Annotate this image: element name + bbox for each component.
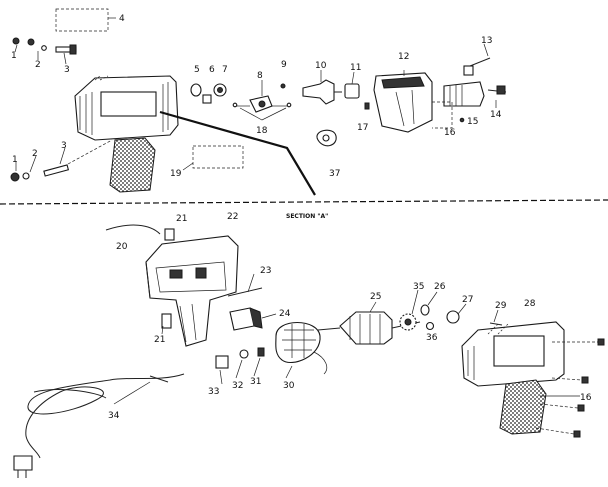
parts-1-2-3-top-fasteners — [12, 37, 77, 65]
callout-36: 36 — [426, 333, 438, 343]
callout-3-top: 3 — [64, 65, 70, 75]
callout-11: 11 — [350, 63, 361, 73]
callout-21-top: 21 — [176, 214, 187, 224]
callout-25: 25 — [370, 292, 381, 302]
callout-21-bottom: 21 — [154, 335, 165, 345]
callout-7: 7 — [222, 65, 228, 75]
part-19-label-plate — [182, 145, 244, 171]
section-a-label: SECTION "A" — [286, 213, 328, 220]
callout-8: 8 — [257, 71, 263, 81]
callout-16-top: 16 — [444, 128, 456, 138]
part-21-clip-bottom — [161, 313, 172, 329]
callout-12: 12 — [398, 52, 409, 62]
callout-26: 26 — [434, 282, 446, 292]
callout-28: 28 — [524, 299, 536, 309]
part-4-nameplate — [55, 8, 116, 32]
part-23-spring — [227, 287, 263, 297]
part-13-chuck-key — [463, 43, 491, 76]
callout-labels: 4 1 2 3 5 6 7 8 9 10 11 12 13 14 15 16 1… — [11, 14, 592, 421]
callout-9: 9 — [281, 60, 287, 70]
callout-18: 18 — [256, 126, 268, 136]
part-17-pin — [364, 102, 370, 110]
part-29-screw — [489, 322, 503, 326]
part-14-chuck-screw — [487, 85, 507, 108]
section-divider — [0, 199, 608, 205]
part-21-clip-top — [164, 228, 175, 241]
callout-3-lower: 3 — [61, 141, 67, 151]
part-22-housing-half — [145, 235, 239, 347]
part-28-housing-right — [461, 321, 565, 435]
callout-20: 20 — [116, 242, 128, 252]
callout-31: 31 — [250, 377, 261, 387]
part-12-gear-case — [373, 70, 433, 133]
callout-30: 30 — [283, 381, 295, 391]
parts-31-32-33-hardware — [215, 347, 265, 369]
parts-5-to-9-small-hardware — [190, 80, 292, 121]
section-leader-line — [159, 110, 316, 196]
part-15-chuck — [432, 81, 485, 129]
parts-1-2-3-lower-fasteners — [10, 139, 113, 182]
part-27-washer — [446, 310, 460, 324]
callout-29: 29 — [495, 301, 507, 311]
callout-2-top: 2 — [35, 60, 41, 70]
part-37-clip — [316, 129, 337, 147]
part-35-gear — [399, 313, 417, 331]
callout-16-bottom: 16 — [580, 393, 592, 403]
lower-leader-lines — [113, 273, 580, 405]
callout-35: 35 — [413, 282, 424, 292]
callout-5: 5 — [194, 65, 200, 75]
part-16-housing-screws — [535, 338, 605, 438]
callout-13: 13 — [481, 36, 492, 46]
part-20-wire — [105, 224, 161, 235]
callout-1-lower: 1 — [12, 155, 18, 165]
callout-15: 15 — [467, 117, 478, 127]
callout-27: 27 — [462, 295, 473, 305]
callout-10: 10 — [315, 61, 327, 71]
part-10-spindle — [302, 70, 342, 105]
callout-34: 34 — [108, 411, 120, 421]
callout-23: 23 — [260, 266, 271, 276]
part-30-field-coil — [275, 322, 328, 375]
callout-4: 4 — [119, 14, 125, 24]
part-34-power-cord — [13, 373, 185, 478]
parts-26-36-washers — [420, 304, 435, 331]
callout-19: 19 — [170, 169, 182, 179]
callout-17: 17 — [357, 123, 368, 133]
callout-24: 24 — [279, 309, 291, 319]
part-11-bearing — [344, 71, 360, 99]
upper-drill-housing — [74, 75, 179, 193]
callout-1-top: 1 — [11, 51, 17, 61]
callout-14: 14 — [490, 110, 502, 120]
callout-33: 33 — [208, 387, 219, 397]
callout-2-lower: 2 — [32, 149, 38, 159]
callout-6: 6 — [209, 65, 215, 75]
callout-22: 22 — [227, 212, 238, 222]
callout-32: 32 — [232, 381, 243, 391]
part-24-switch — [229, 307, 263, 331]
callout-37: 37 — [329, 169, 340, 179]
